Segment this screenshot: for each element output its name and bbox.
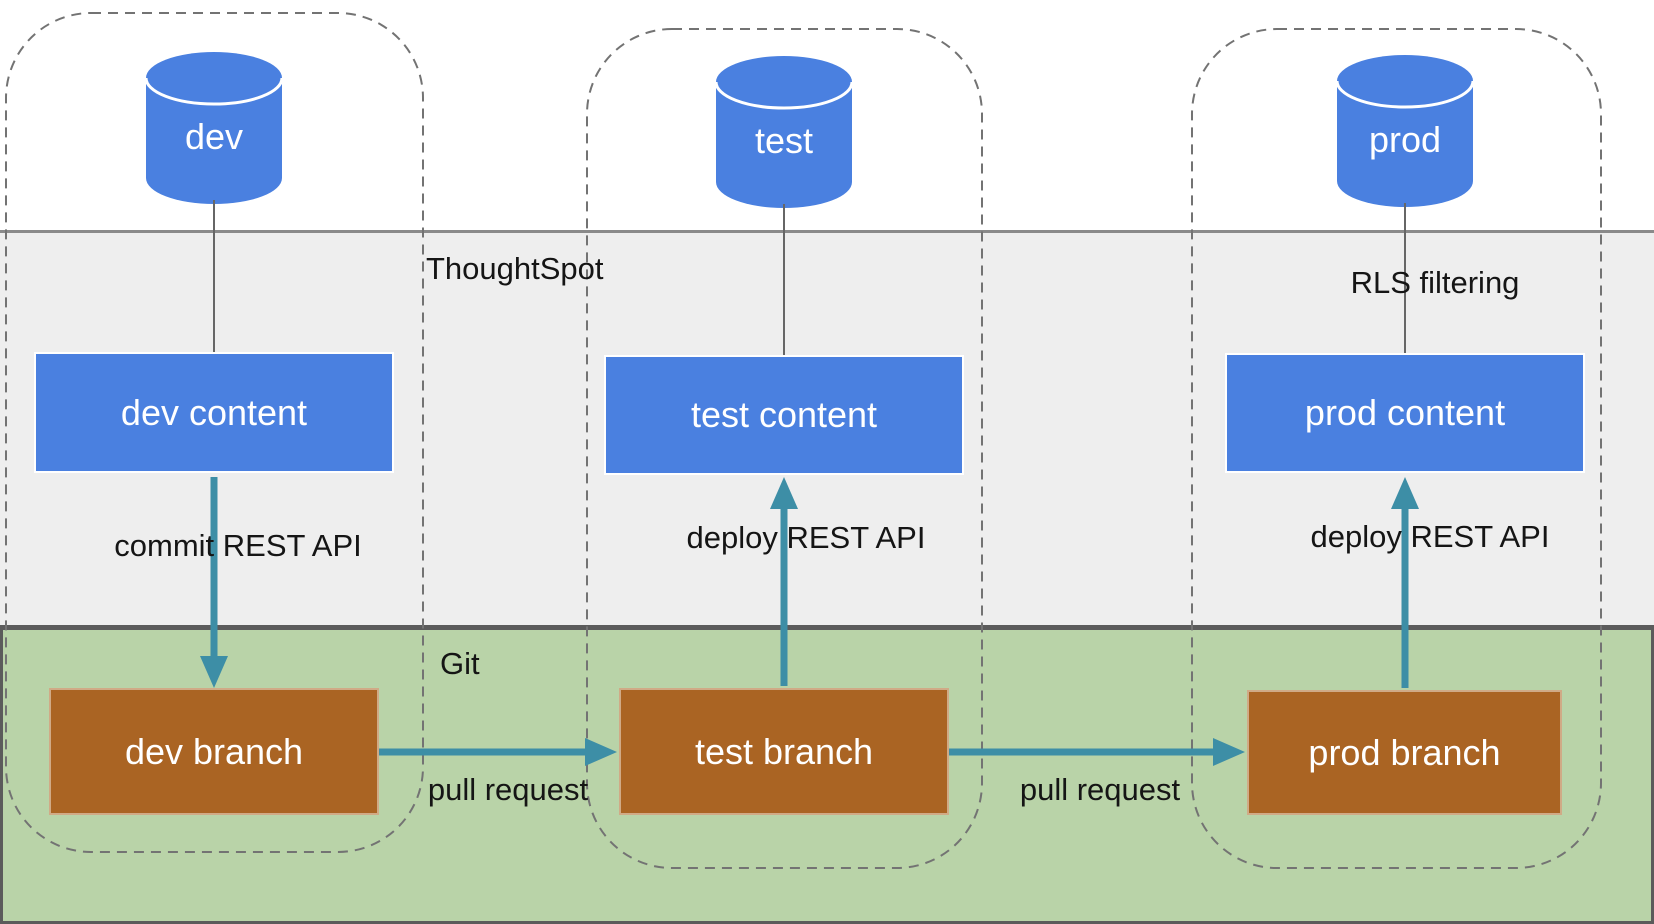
commit-rest-api-label: commit REST API (114, 528, 362, 563)
prod-database-cylinder: prod (1335, 55, 1475, 207)
thoughtspot-band-label: ThoughtSpot (426, 251, 604, 286)
test-database-label: test (754, 120, 814, 161)
prod-database-label: prod (1368, 119, 1442, 160)
dev-content-box: dev content (34, 352, 394, 473)
dev-branch-box: dev branch (49, 688, 379, 815)
prod-content-label: prod content (1304, 392, 1506, 433)
deploy-rest-api-test-label: deploy REST API (686, 520, 926, 555)
dev-database-label: dev (184, 116, 244, 157)
prod-branch-box: prod branch (1247, 690, 1562, 815)
test-branch-label: test branch (694, 730, 874, 772)
test-content-label: test content (690, 394, 878, 435)
git-band-label: Git (440, 646, 480, 681)
pull-request-dev-test-label: pull request (427, 772, 589, 807)
dev-content-label: dev content (120, 391, 308, 433)
rls-filtering-label: RLS filtering (1350, 265, 1520, 300)
dev-branch-label: dev branch (124, 730, 304, 772)
prod-content-box: prod content (1225, 353, 1585, 473)
test-database-cylinder: test (714, 56, 854, 208)
test-branch-box: test branch (619, 688, 949, 815)
prod-branch-label: prod branch (1308, 731, 1501, 773)
test-content-box: test content (604, 355, 964, 475)
pull-request-test-prod-label: pull request (1019, 772, 1181, 807)
deploy-rest-api-prod-label: deploy REST API (1310, 519, 1550, 554)
dev-database-cylinder: dev (144, 52, 284, 204)
